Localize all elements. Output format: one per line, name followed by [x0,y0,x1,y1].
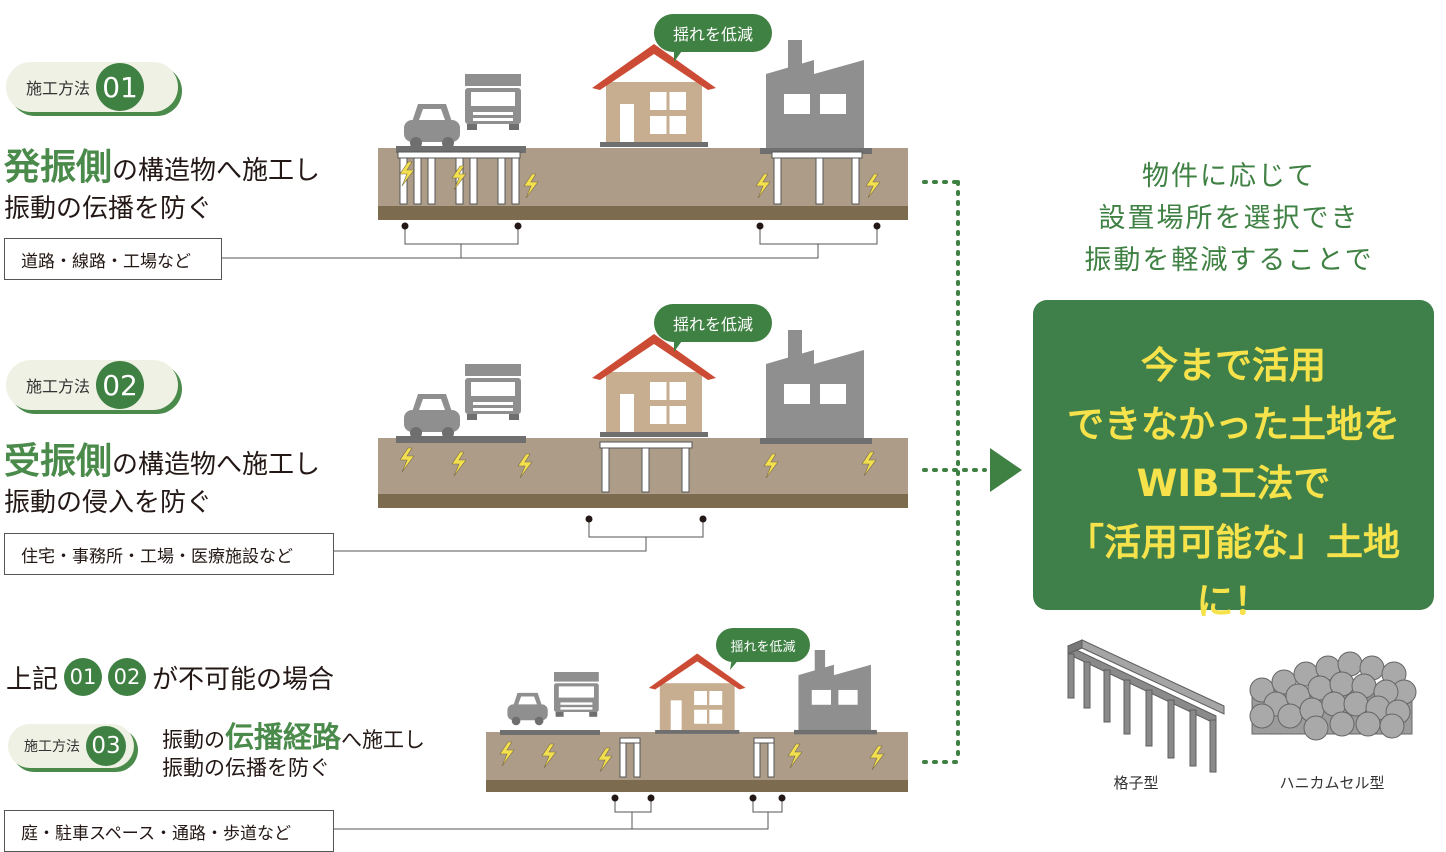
bubble-03: 揺れを低減 [716,628,810,662]
heading-rest: の構造物へ施工し [112,156,321,186]
number-02-badge: 02 [108,658,147,696]
heading-post: へ施工し [341,728,426,752]
caption-lattice: 格子型 [1113,774,1159,792]
method-03-heading: 振動の伝播経路へ施工し [162,714,425,756]
summary-line: 設置場所を選択でき [1098,203,1360,234]
condition-suffix: が不可能の場合 [152,664,335,695]
conclusion-line: できなかった土地を [1067,403,1400,446]
method-03-condition: 上記 01 02 が不可能の場合 [6,658,334,696]
method-01-pill: 施工方法 01 [6,62,178,112]
method-02-heading: 受振側の構造物へ施工し [4,432,320,484]
honeycomb-structure-icon [1249,651,1417,741]
summary-text: 物件に応じて 設置場所を選択でき 振動を軽減することで [1040,156,1418,282]
method-02-line2: 振動の侵入を防ぐ [4,488,213,518]
method-03-line2: 振動の伝播を防ぐ [162,756,330,780]
method-02-tag: 住宅・事務所・工場・医療施設など [4,533,334,575]
summary-line: 物件に応じて [1142,161,1316,192]
conclusion-line: 今まで活用 [1141,344,1326,387]
number-01-badge: 01 [64,658,103,696]
heading-emphasis: 伝播経路 [225,720,342,754]
heading-pre: 振動の [162,728,225,752]
conclusion-box: 今まで活用 できなかった土地を WIB工法で 「活用可能な」土地に！ [1033,300,1434,623]
method-01-tag: 道路・線路・工場など [4,238,222,280]
caption-honeycomb: ハニカムセル型 [1279,774,1385,792]
method-02-pill: 施工方法 02 [6,360,178,410]
method-03-pill: 施工方法 03 [8,724,134,768]
conclusion-line: WIB工法で [1136,462,1331,505]
method-label: 施工方法 [26,79,91,98]
method-number: 01 [96,63,145,111]
heading-rest: の構造物へ施工し [112,450,321,480]
condition-prefix: 上記 [6,664,59,695]
method-number: 02 [96,361,145,409]
method-01-line2: 振動の伝播を防ぐ [4,194,213,224]
scene-01 [378,40,908,220]
heading-emphasis: 発振側 [4,147,113,188]
bubble-02: 揺れを低減 [654,304,772,342]
arrow-right-icon [990,448,1022,492]
lattice-structure-icon [1067,639,1225,773]
method-label: 施工方法 [26,377,91,396]
method-label: 施工方法 [24,739,80,755]
conclusion-line: 「活用可能な」土地に！ [1067,521,1400,623]
scene-03 [486,650,908,792]
scene-02 [378,330,908,508]
method-01-heading: 発振側の構造物へ施工し [4,138,320,190]
bubble-01: 揺れを低減 [654,14,772,52]
summary-line: 振動を軽減することで [1084,245,1374,276]
method-number: 03 [86,726,126,766]
heading-emphasis: 受振側 [4,441,113,482]
